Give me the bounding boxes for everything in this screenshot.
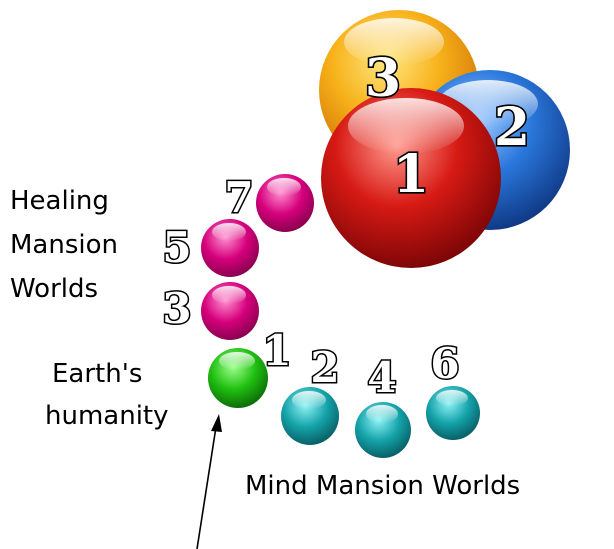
healing-title-line-2: Mansion <box>10 230 118 260</box>
earth-number-1: 1 <box>262 326 291 375</box>
large-sphere-label-3: 3 <box>365 48 401 109</box>
large-sphere-label-2: 2 <box>494 97 530 158</box>
earth-pointer-arrow <box>197 414 222 549</box>
healing-title-line-1: Healing <box>10 186 109 216</box>
healing-number-7: 7 <box>224 173 253 222</box>
healing-world-3 <box>201 282 259 340</box>
healing-world-5 <box>201 219 259 277</box>
mind-world-6 <box>426 386 480 440</box>
mind-world-4 <box>355 402 411 458</box>
mind-number-2: 2 <box>310 343 339 392</box>
earth-sphere <box>208 348 268 408</box>
earth-label-line-1: Earth's <box>52 359 142 389</box>
healing-world-7 <box>256 174 314 232</box>
mind-number-4: 4 <box>367 353 396 402</box>
healing-number-3: 3 <box>162 284 191 333</box>
large-sphere-label-1: 1 <box>393 144 429 205</box>
healing-number-5: 5 <box>162 223 191 272</box>
mind-title: Mind Mansion Worlds <box>245 471 520 501</box>
mind-number-6: 6 <box>430 339 459 388</box>
earth-label-line-2: humanity <box>45 401 169 431</box>
healing-title-line-3: Worlds <box>10 274 98 304</box>
mind-world-2 <box>281 387 339 445</box>
